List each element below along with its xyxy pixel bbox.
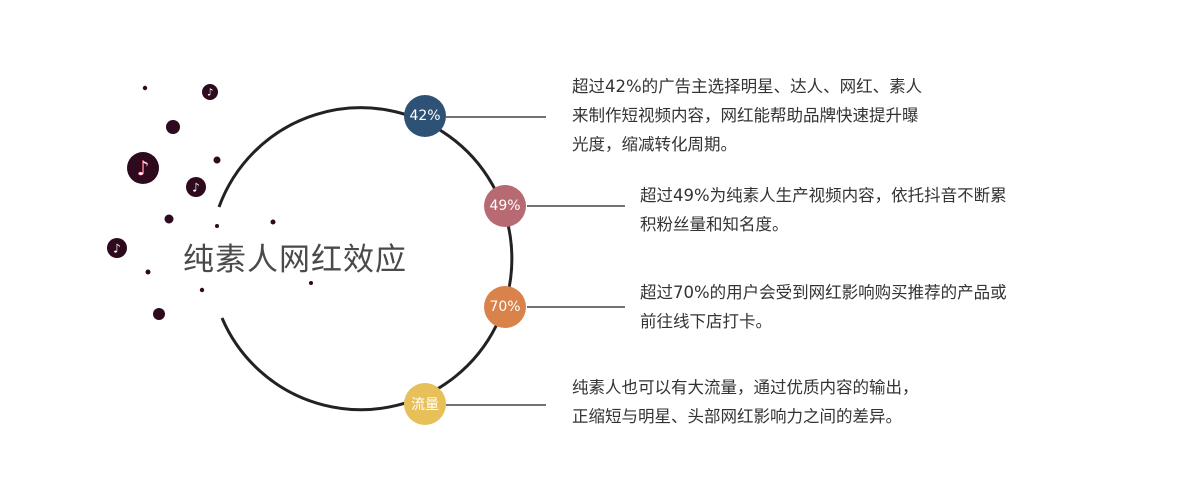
svg-text:♪: ♪ bbox=[192, 181, 200, 195]
decor-dot bbox=[215, 224, 219, 228]
svg-text:♪: ♪ bbox=[207, 88, 213, 99]
tiktok-icon: ♪ bbox=[186, 177, 206, 197]
svg-text:♪: ♪ bbox=[137, 156, 150, 180]
tiktok-icon: ♪ bbox=[202, 84, 218, 100]
description-49: 超过49%为纯素人生产视频内容，依托抖音不断累 积粉丝量和知名度。 bbox=[640, 181, 1007, 239]
tiktok-icon: ♪ bbox=[107, 238, 127, 258]
decor-dot bbox=[142, 85, 148, 91]
badge-traffic: 流量 bbox=[404, 383, 446, 425]
badge-70: 70% bbox=[484, 286, 526, 328]
description-42: 超过42%的广告主选择明星、达人、网红、素人 来制作短视频内容，网红能帮助品牌快… bbox=[572, 72, 922, 159]
diagram-title: 纯素人网红效应 bbox=[183, 242, 407, 278]
description-line: 前往线下店打卡。 bbox=[640, 312, 772, 331]
decor-dot bbox=[213, 156, 221, 164]
decor-dot bbox=[145, 269, 151, 275]
description-line: 积粉丝量和知名度。 bbox=[640, 215, 789, 234]
decor-dot bbox=[164, 214, 174, 224]
badge-49: 49% bbox=[484, 185, 526, 227]
decor-dot bbox=[166, 120, 180, 134]
ring-arc bbox=[217, 106, 514, 412]
decor-dot bbox=[199, 287, 205, 293]
badge-42: 42% bbox=[404, 95, 446, 137]
decor-dot bbox=[309, 281, 313, 285]
tiktok-icon: ♪ bbox=[127, 152, 159, 184]
description-line: 超过49%为纯素人生产视频内容，依托抖音不断累 bbox=[640, 186, 1007, 205]
description-line: 超过42%的广告主选择明星、达人、网红、素人 bbox=[572, 77, 923, 96]
description-line: 纯素人也可以有大流量，通过优质内容的输出， bbox=[572, 378, 919, 397]
description-traffic: 纯素人也可以有大流量，通过优质内容的输出， 正缩短与明星、头部网红影响力之间的差… bbox=[572, 373, 919, 431]
description-line: 超过70%的用户会受到网红影响购买推荐的产品或 bbox=[640, 283, 1007, 302]
decor-dot bbox=[270, 219, 276, 225]
description-line: 来制作短视频内容，网红能帮助品牌快速提升曝 bbox=[572, 106, 919, 125]
decor-dot bbox=[153, 308, 165, 320]
description-line: 正缩短与明星、头部网红影响力之间的差异。 bbox=[572, 407, 902, 426]
svg-text:♪: ♪ bbox=[113, 242, 121, 256]
description-70: 超过70%的用户会受到网红影响购买推荐的产品或 前往线下店打卡。 bbox=[640, 278, 1007, 336]
description-line: 光度，缩减转化周期。 bbox=[572, 135, 737, 154]
